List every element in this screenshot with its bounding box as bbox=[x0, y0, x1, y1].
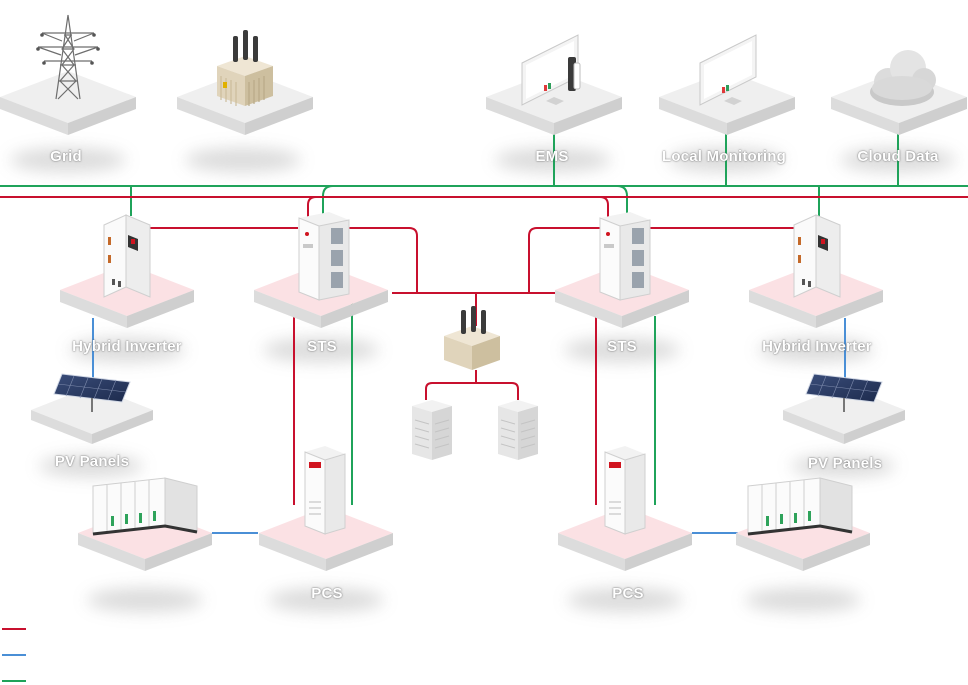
label-local-monitoring: Local Monitoring bbox=[661, 148, 787, 165]
battery-container-icon bbox=[747, 477, 853, 536]
monitor-icon bbox=[699, 34, 757, 106]
platforms bbox=[0, 71, 967, 571]
label-sts-left: STS bbox=[307, 338, 337, 355]
solar-panel-icon bbox=[805, 373, 883, 412]
platform-grid bbox=[0, 71, 136, 135]
legend bbox=[2, 628, 26, 682]
label-hybrid-inverter-right: Hybrid Inverter bbox=[762, 338, 872, 355]
label-ems: EMS bbox=[535, 148, 569, 165]
platform-hybrid-inverter-left bbox=[60, 264, 194, 328]
label-pv-panels-right: PV Panels bbox=[807, 455, 883, 472]
cloud-icon bbox=[870, 50, 936, 106]
label-pcs-left: PCS bbox=[311, 585, 343, 602]
building-icon bbox=[498, 400, 538, 460]
dc-lines bbox=[92, 318, 846, 534]
label-sts-right: STS bbox=[607, 338, 637, 355]
label-grid: Grid bbox=[50, 148, 82, 165]
cabinet-icon bbox=[304, 446, 346, 535]
cabinet-icon bbox=[599, 212, 651, 301]
cabinet-icon bbox=[604, 446, 646, 535]
power-lines bbox=[0, 196, 968, 505]
inverter-icon bbox=[103, 214, 151, 298]
platform-pcs-right bbox=[558, 507, 692, 571]
platform-local-monitoring bbox=[659, 71, 795, 135]
communication-lines bbox=[0, 128, 968, 505]
inverter-icon bbox=[793, 214, 841, 298]
battery-container-icon bbox=[92, 477, 198, 536]
solar-panel-icon bbox=[53, 373, 131, 412]
label-pv-panels-left: PV Panels bbox=[54, 453, 130, 470]
label-cloud-data: Cloud Data bbox=[857, 148, 939, 165]
transmission-tower-icon bbox=[36, 14, 100, 100]
label-hybrid-inverter-left: Hybrid Inverter bbox=[72, 338, 182, 355]
platform-hybrid-inverter-right bbox=[749, 264, 883, 328]
monitor-icon bbox=[521, 34, 581, 106]
label-pcs-right: PCS bbox=[612, 585, 644, 602]
cabinet-icon bbox=[298, 212, 350, 301]
building-icon bbox=[412, 400, 452, 460]
transformer-icon bbox=[444, 306, 500, 370]
transformer-icon bbox=[217, 30, 273, 106]
